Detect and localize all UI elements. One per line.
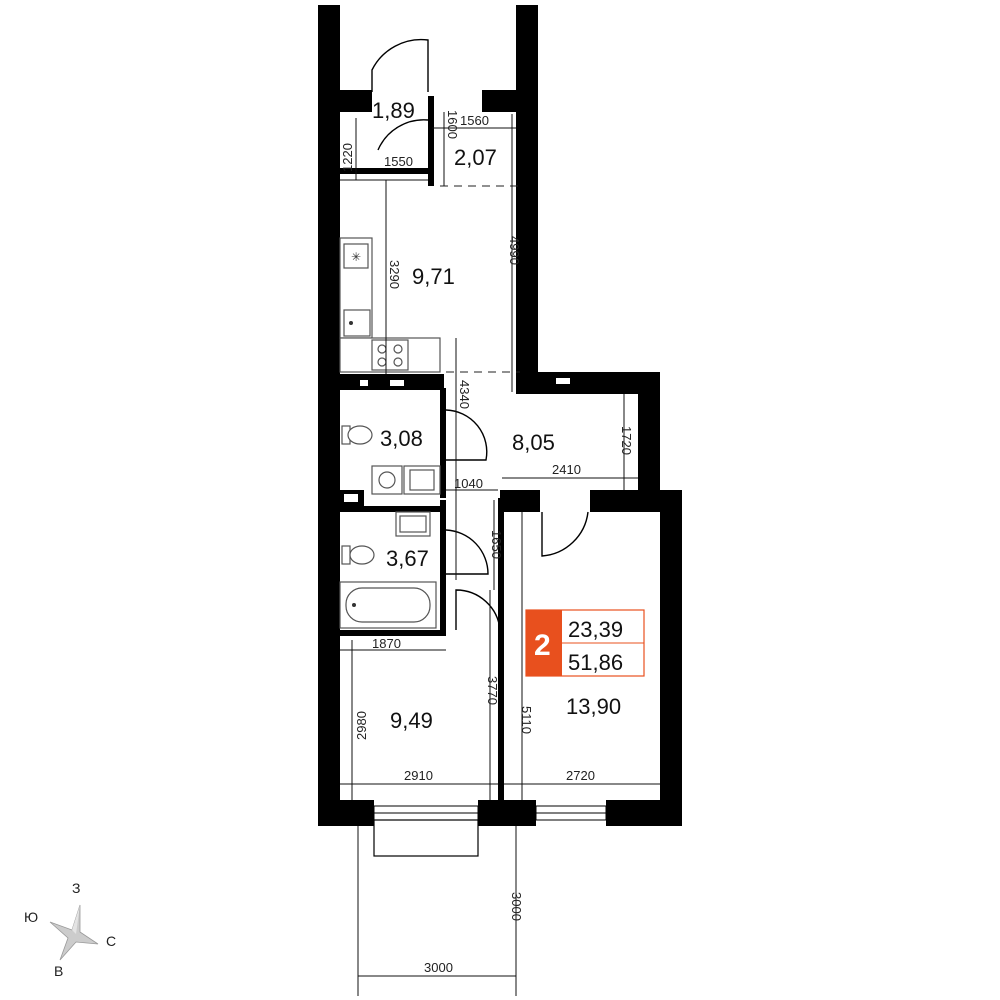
fixtures: ✳ [339, 237, 441, 629]
fan-icon: ✳ [343, 243, 369, 269]
dim-4340: 4340 [457, 380, 472, 409]
rooms-count-box [526, 610, 562, 676]
dim-2720: 2720 [566, 768, 595, 783]
dim-5110: 5110 [519, 706, 534, 734]
room-area-bedroom: 9,49 [390, 708, 433, 733]
compass-west: Ю [24, 909, 38, 925]
dim-3290: 3290 [387, 260, 402, 289]
dashed-lines [440, 185, 520, 373]
room-area-living-room: 13,90 [566, 694, 621, 719]
vent-blocks [344, 378, 570, 502]
dimension-lines [340, 112, 660, 996]
compass-east: С [106, 933, 116, 949]
sink-icon [343, 309, 371, 337]
windows [373, 805, 607, 857]
room-areas: 1,89 2,07 9,71 3,08 8,05 3,67 9,49 13,90 [372, 98, 621, 733]
dim-3000-vertical: 3000 [509, 892, 524, 921]
dim-1870: 1870 [372, 636, 401, 651]
dim-4990: 4990 [507, 236, 522, 265]
dim-3770: 3770 [485, 676, 500, 705]
apartment-badge: 2 23,39 51,86 [525, 609, 645, 677]
room-area-kitchen: 9,71 [412, 264, 455, 289]
dim-1650: 1650 [489, 530, 504, 559]
doors [371, 38, 589, 631]
dim-2980: 2980 [354, 711, 369, 740]
dimension-labels: 1560 1600 1220 1550 4990 3290 4340 1720 … [340, 110, 634, 975]
dim-2910: 2910 [404, 768, 433, 783]
compass-north: З [72, 880, 80, 896]
toilet-icon [341, 425, 373, 445]
sink-icon [395, 511, 431, 537]
room-area-hall-small: 2,07 [454, 145, 497, 170]
total-area: 51,86 [568, 650, 623, 675]
svg-text:✳: ✳ [351, 250, 361, 264]
dim-1560: 1560 [460, 113, 489, 128]
room-area-bathroom: 3,67 [386, 546, 429, 571]
dim-3000-horizontal: 3000 [424, 960, 453, 975]
rooms-count: 2 [534, 629, 551, 662]
compass-icon: З С В Ю [24, 880, 116, 979]
room-area-corridor: 8,05 [512, 430, 555, 455]
room-area-toilet: 3,08 [380, 426, 423, 451]
room-area-vestibule: 1,89 [372, 98, 415, 123]
dim-1040: 1040 [454, 476, 483, 491]
dim-1720: 1720 [619, 426, 634, 455]
dim-1550: 1550 [384, 154, 413, 169]
dim-2410: 2410 [552, 462, 581, 477]
bathtub-icon [339, 581, 437, 629]
dim-1600: 1600 [445, 110, 460, 139]
washer-icon [371, 465, 441, 495]
dim-1220: 1220 [340, 143, 355, 172]
stove-icon [339, 337, 441, 373]
walls [318, 5, 682, 826]
toilet-icon [341, 545, 375, 565]
compass-south: В [54, 963, 63, 979]
living-area: 23,39 [568, 617, 623, 642]
